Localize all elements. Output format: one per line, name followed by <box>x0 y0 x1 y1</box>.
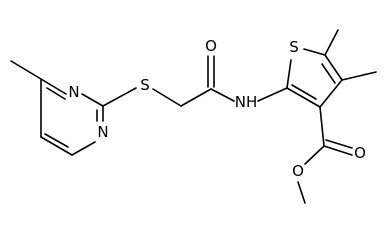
bond-n3-c2 <box>81 93 104 107</box>
bond-n1-c6 <box>71 141 96 156</box>
bond-c4-c3 <box>319 79 343 108</box>
bond-c6-c5 <box>40 136 73 156</box>
bond-s1-c5 <box>303 48 326 56</box>
bond-c2-s <box>102 87 137 107</box>
bond-c4-n3-inner <box>46 87 66 100</box>
bond-c3-ester-c <box>319 106 325 147</box>
atom-label-nh: NH <box>235 93 258 111</box>
bond-carbonyl-nh <box>210 88 235 102</box>
bond-c4-n3 <box>40 78 67 95</box>
bond-o-methyl <box>297 181 306 204</box>
molecule-structure-diagram: N N S O NH S O O <box>10 29 377 204</box>
bond-c5-c4-inner <box>321 63 336 84</box>
bond-c3-c2 <box>286 87 321 108</box>
bond-methyl-c4 <box>10 60 42 80</box>
atom-label-o-carbonyl: O <box>354 144 366 162</box>
bond-ester-c-o <box>323 145 353 156</box>
atom-label-n3: N <box>68 83 79 101</box>
atom-label-o-amide: O <box>205 37 217 55</box>
bond-c3-c2-inner <box>291 84 317 100</box>
bond-c5-methyl <box>324 29 339 56</box>
bond-s-ch2 <box>152 88 182 107</box>
atom-label-s-thioether: S <box>140 76 150 94</box>
bond-c5-c4 <box>324 54 343 81</box>
bond-c2-s1 <box>286 59 292 89</box>
atom-label-o-ester: O <box>292 162 304 180</box>
molecule-svg: N N S O NH S O O <box>10 29 377 204</box>
atom-label-s-thiophene: S <box>289 38 299 56</box>
bond-c4-methyl <box>341 71 377 81</box>
bond-ch2-carbonyl <box>180 88 212 107</box>
bond-c6-c5-inner <box>44 133 69 148</box>
bond-ester-c-o-single <box>304 145 325 165</box>
bond-ester-c-o-double <box>325 139 353 149</box>
bond-nh-thiophene <box>257 87 288 102</box>
atom-label-n1: N <box>97 123 108 141</box>
